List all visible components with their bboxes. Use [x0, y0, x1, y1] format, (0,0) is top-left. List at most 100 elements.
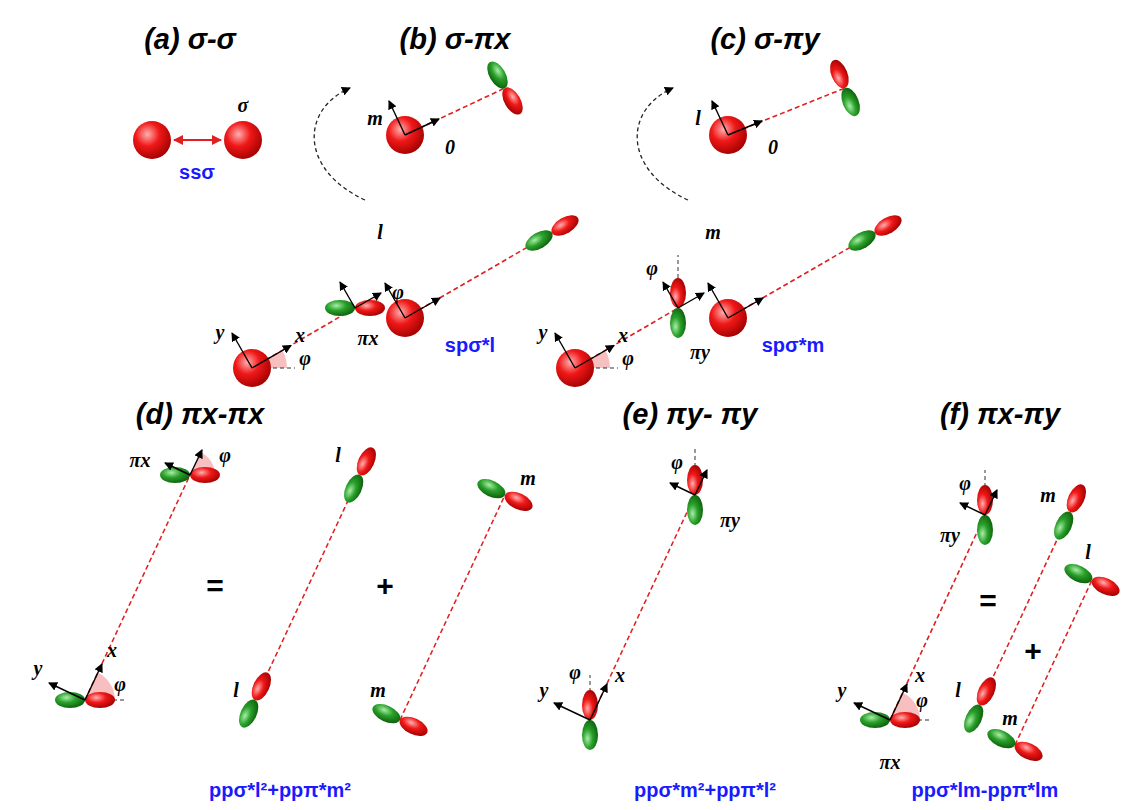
orbital-label: πy [720, 509, 740, 531]
bond-line [590, 495, 695, 720]
p-orbital [235, 669, 275, 730]
orbital-label: l [695, 107, 701, 129]
panel-title: (e) πy- πy [623, 399, 758, 431]
bond-line [575, 308, 678, 368]
bond-line [405, 88, 505, 135]
angle-wedge [85, 296, 920, 721]
p-orbital [369, 700, 430, 740]
reference-line [985, 470, 986, 487]
orbital-label: πy [690, 341, 710, 363]
p-orbital [826, 57, 863, 119]
p-orbital [55, 57, 1123, 765]
p-orbital [845, 211, 905, 255]
hopping-formula: ppσ*m²+ppπ*l² [634, 779, 776, 801]
rotation-arrow [314, 88, 688, 200]
bond-line [728, 88, 845, 135]
orbital-label: l [377, 221, 383, 243]
orbital-label: x [295, 324, 305, 346]
orbital-label: φ [622, 347, 634, 369]
bond-line [1015, 580, 1092, 745]
reference-line [85, 255, 985, 720]
orbital-label: m [705, 221, 721, 243]
p-orbital [984, 725, 1045, 765]
panel-title: (d) πx-πx [136, 399, 264, 431]
panel-title: (f) πx-πy [940, 399, 1060, 431]
bond-line [255, 475, 360, 700]
orbital-label: φ [569, 661, 581, 683]
coordinate-axis [252, 346, 291, 369]
coordinate-axis [985, 490, 997, 515]
orbital-label: πx [358, 327, 379, 349]
bond-arrow [174, 139, 221, 141]
orbital-label: l [955, 679, 961, 701]
hopping-formula: spσ*l [445, 334, 495, 356]
orbital-label: φ [392, 281, 404, 303]
s-orbital [133, 121, 171, 159]
p-orbital [483, 58, 527, 118]
orbital-label: φ [916, 689, 928, 711]
bond-line [400, 495, 505, 720]
coordinate-axis [854, 703, 890, 720]
coordinate-axis [165, 463, 190, 475]
orbital-label: φ [959, 472, 971, 494]
bond-line [85, 88, 1092, 745]
coordinate-axis [555, 333, 575, 368]
hopping-formula: ppσ*l²+ppπ*m² [209, 779, 351, 801]
orbital-label: x [915, 664, 925, 686]
orbital-label: φ [219, 444, 231, 466]
orbital-label: πy [940, 524, 960, 546]
panel-title: (c) σ-πy [710, 24, 819, 56]
coordinate-axis [678, 293, 704, 308]
coordinate-axis [670, 483, 695, 495]
orbital-label: φ [671, 451, 683, 473]
coordinate-axis [355, 293, 381, 308]
s-orbital [133, 121, 262, 159]
coordinate-axis [728, 121, 762, 135]
orbital-label: y [539, 321, 548, 343]
operator-symbol: + [376, 569, 394, 602]
orbital-label: m [1002, 707, 1018, 729]
reference-line [678, 255, 679, 278]
hopping-formula: ppσ*lm-ppπ*lm [912, 779, 1059, 801]
bond-line [890, 515, 985, 720]
orbital-label: y [34, 657, 43, 679]
rotation-arrow [314, 88, 365, 200]
orbital-label: l [233, 679, 239, 701]
bond-arrow [174, 140, 221, 141]
p-orbital [960, 674, 1000, 735]
orbital-label: πx [130, 449, 151, 471]
orbital-label: l [1085, 541, 1091, 563]
coordinate-axis [575, 346, 614, 369]
coordinate-axis [389, 101, 405, 135]
bond-line [980, 512, 1070, 705]
coordinate-axis [232, 333, 252, 368]
p-orbital [1061, 560, 1122, 600]
hopping-formula: ssσ [179, 161, 215, 183]
coordinate-axis [49, 683, 85, 700]
orbital-label: y [540, 679, 549, 701]
orbital-label: m [1040, 484, 1056, 506]
orbital-label: l [335, 444, 341, 466]
p-orbital [522, 211, 582, 255]
panel-title: (b) σ-πx [400, 24, 511, 56]
orbital-label: y [838, 679, 847, 701]
orbital-label: σ [238, 94, 249, 116]
coordinate-axis [728, 298, 763, 318]
coordinate-axis [708, 283, 728, 318]
orbital-label: m [370, 679, 386, 701]
orbital-label: x [618, 324, 628, 346]
coordinate-axis [890, 684, 907, 720]
panel-title: (a) σ-σ [144, 24, 236, 56]
coordinate-axis [712, 101, 728, 135]
orbital-label: φ [646, 257, 658, 279]
coordinate-axis [554, 703, 590, 720]
s-orbital [233, 116, 747, 387]
coordinate-axis [405, 119, 439, 135]
hopping-formula: spσ*m [762, 334, 825, 356]
operator-symbol: = [206, 569, 224, 602]
orbital-label: φ [299, 347, 311, 369]
orbital-label: y [216, 321, 225, 343]
orbital-label: φ [114, 673, 126, 695]
reference-line [590, 675, 591, 692]
